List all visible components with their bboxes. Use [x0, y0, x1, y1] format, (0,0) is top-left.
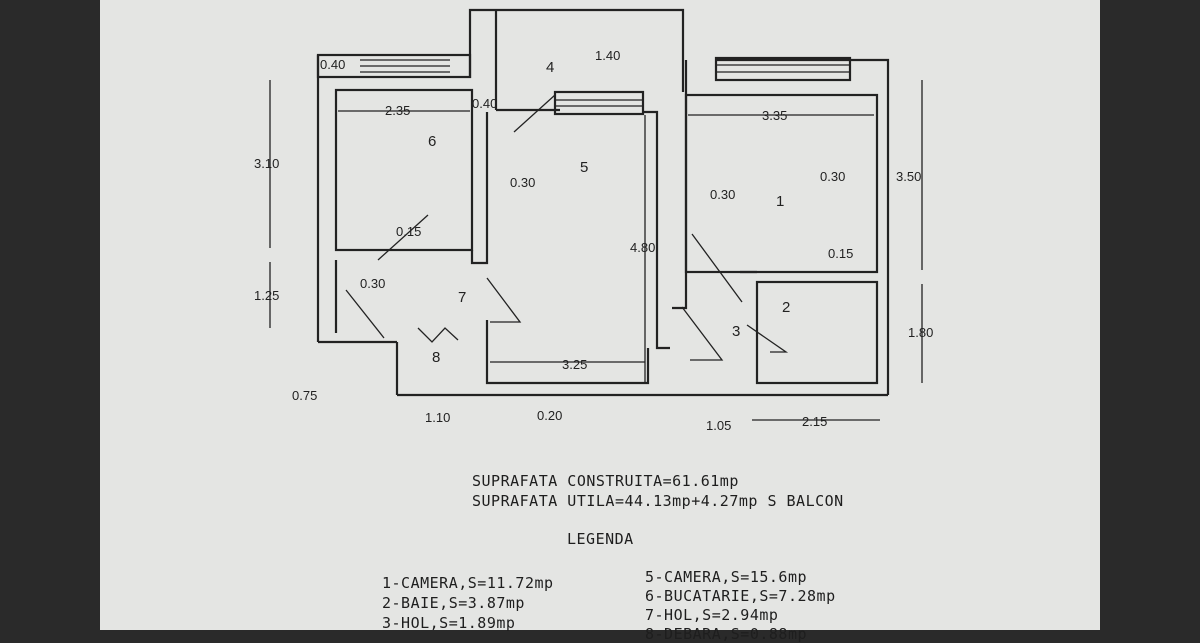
- document-paper: [100, 0, 1100, 630]
- dim-label: 0.40: [472, 96, 497, 111]
- room-numbers: 1 2 3 4 5 6 7 8: [428, 59, 790, 366]
- dim-label: 1.40: [595, 48, 620, 63]
- dim-label: 3.50: [896, 169, 921, 184]
- room-8-number: 8: [432, 349, 440, 366]
- walls: [269, 8, 923, 421]
- room-7-number: 7: [458, 289, 466, 306]
- legend-item: 3-HOL,S=1.89mp: [382, 614, 516, 632]
- legend-item: 8-DEBARA,S=0.88mp: [645, 625, 808, 643]
- legend-item: 7-HOL,S=2.94mp: [645, 606, 779, 624]
- room-6-number: 6: [428, 133, 436, 150]
- dim-label: 0.30: [820, 169, 845, 184]
- room-3-number: 3: [732, 323, 740, 340]
- room-4-number: 4: [546, 59, 554, 76]
- room-2-number: 2: [782, 299, 790, 316]
- dim-label: 2.35: [385, 103, 410, 118]
- legend-title: LEGENDA: [567, 530, 634, 548]
- dim-label: 1.05: [706, 418, 731, 433]
- dim-label: 4.80: [630, 240, 655, 255]
- usable-area-text: SUPRAFATA UTILA=44.13mp+4.27mp S BALCON: [472, 492, 844, 510]
- legend-item: 6-BUCATARIE,S=7.28mp: [645, 587, 836, 605]
- dim-label: 3.10: [254, 156, 279, 171]
- dim-label: 0.75: [292, 388, 317, 403]
- dim-label: 0.15: [396, 224, 421, 239]
- floor-plan: 1 2 3 4 5 6 7 8 0.40 0.40 1.40 2.35 3.35…: [254, 8, 933, 433]
- dim-label: 0.30: [710, 187, 735, 202]
- dim-label: 1.25: [254, 288, 279, 303]
- legend-item: 2-BAIE,S=3.87mp: [382, 594, 525, 612]
- room-1-number: 1: [776, 193, 784, 210]
- legend-item: 1-CAMERA,S=11.72mp: [382, 574, 554, 592]
- dim-label: 3.35: [762, 108, 787, 123]
- dimension-labels: 0.40 0.40 1.40 2.35 3.35 3.10 0.30 0.30 …: [254, 48, 933, 433]
- dim-label: 0.20: [537, 408, 562, 423]
- dim-label: 2.15: [802, 414, 827, 429]
- dim-label: 0.40: [320, 57, 345, 72]
- room-5-number: 5: [580, 159, 588, 176]
- dim-label: 0.30: [360, 276, 385, 291]
- built-area-text: SUPRAFATA CONSTRUITA=61.61mp: [472, 472, 739, 490]
- dim-label: 0.15: [828, 246, 853, 261]
- legend-item: 5-CAMERA,S=15.6mp: [645, 568, 808, 586]
- dim-label: 0.30: [510, 175, 535, 190]
- dim-label: 1.10: [425, 410, 450, 425]
- dim-label: 3.25: [562, 357, 587, 372]
- dim-label: 1.80: [908, 325, 933, 340]
